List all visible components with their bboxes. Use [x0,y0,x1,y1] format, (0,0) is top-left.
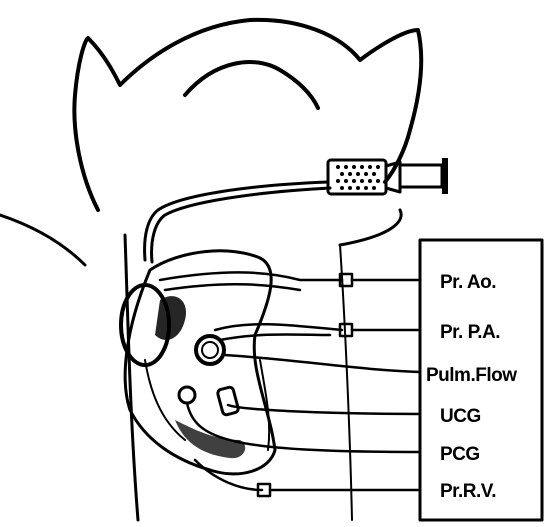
label-pr-ao: Pr. Ao. [440,272,496,293]
label-pr-pa: Pr. P.A. [440,322,500,343]
connector-plugs [258,274,352,496]
pcg-microphone [217,386,239,415]
label-ucg: UCG [440,406,481,427]
catheter-tube [145,182,330,262]
lead-wires [160,272,420,490]
label-pulm-flow: Pulm.Flow [426,365,517,386]
animal-head-outline [0,20,421,265]
torso-outline [125,210,401,520]
ucg-transducer [179,387,195,403]
label-pr-rv: Pr.R.V. [440,481,496,502]
label-pcg: PCG [440,444,480,465]
